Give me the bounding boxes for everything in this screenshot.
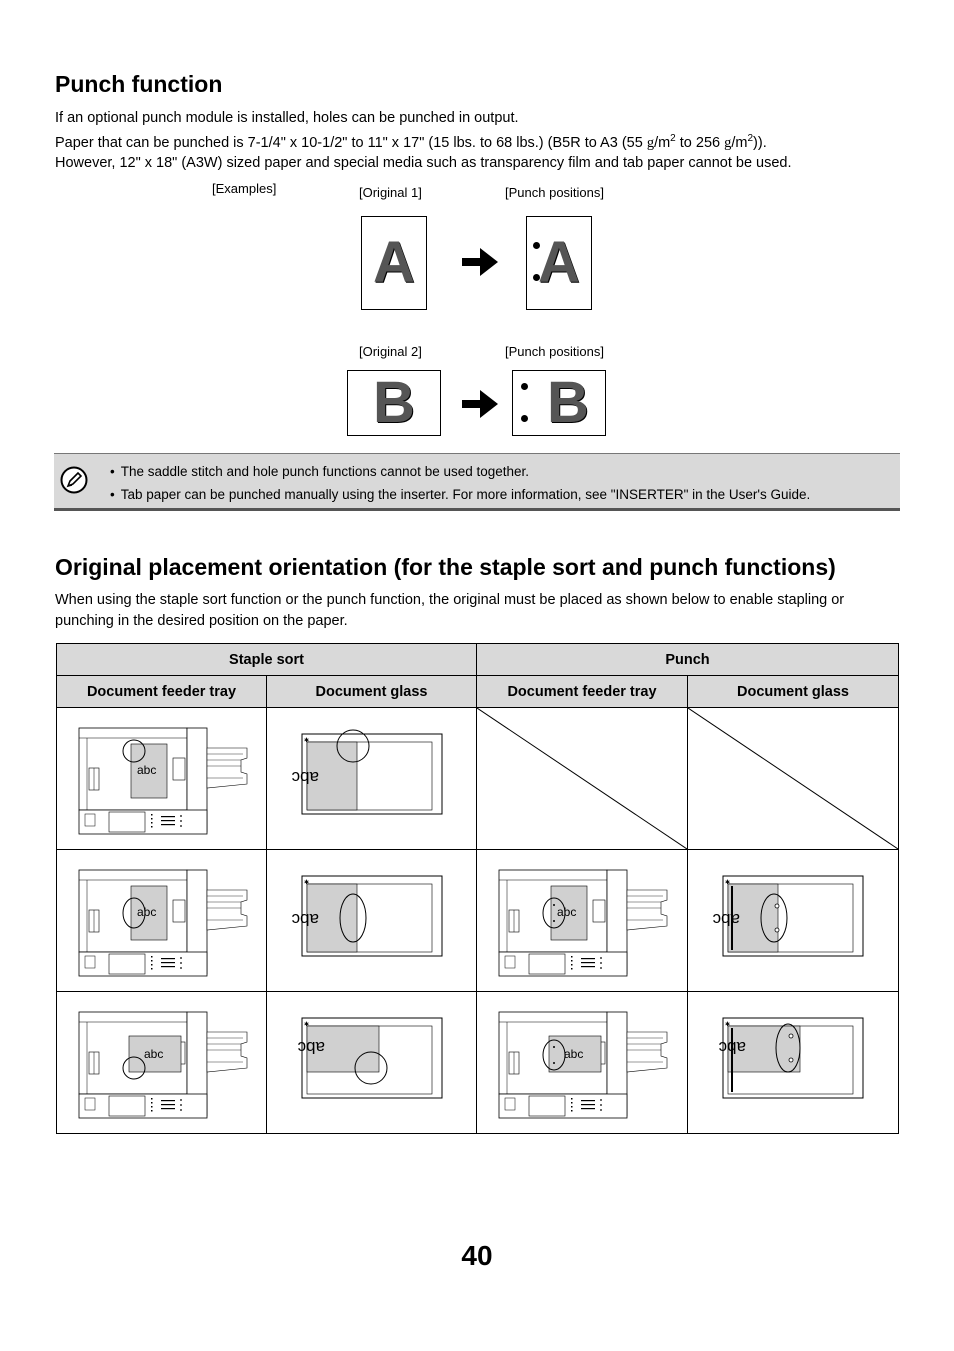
cell-staple-glass-3: abc [266, 991, 477, 1134]
feeder-illustration: abc [78, 727, 248, 835]
not-applicable-diagonal [477, 708, 687, 849]
header-staple-sort: Staple sort [56, 643, 477, 676]
punch-line-1: If an optional punch module is installed… [55, 110, 519, 126]
feeder-illustration: abc [498, 1011, 668, 1119]
feeder-illustration: abc [498, 869, 668, 977]
sample-text: abc [557, 905, 576, 919]
punch-hole-icon [533, 242, 540, 249]
cell-staple-feeder-2: abc [56, 849, 267, 992]
header-glass-punch: Document glass [687, 675, 899, 708]
cell-staple-glass-2: abc [266, 849, 477, 992]
letter-a-punched: A [538, 230, 580, 295]
feeder-illustration: abc [78, 1011, 248, 1119]
header-feeder-staple: Document feeder tray [56, 675, 267, 708]
orientation-table: Staple sort Punch Document feeder tray D… [56, 643, 899, 1134]
note-item: The saddle stitch and hole punch functio… [110, 460, 810, 483]
punch-hole-icon [521, 383, 528, 390]
punch-positions-label-2: [Punch positions] [505, 344, 605, 359]
letter-a: A [373, 230, 415, 295]
pencil-note-icon [60, 466, 88, 494]
cell-staple-feeder-3: abc [56, 991, 267, 1134]
not-applicable-diagonal [688, 708, 898, 849]
punched-sheet-1: A [526, 216, 592, 310]
cell-punch-feeder-3: abc [476, 991, 688, 1134]
sample-text-rotated: abc [297, 1038, 325, 1057]
orientation-heading: Original placement orientation (for the … [55, 554, 836, 580]
punch-heading: Punch function [55, 71, 223, 97]
original1-label: [Original 1] [359, 185, 422, 200]
glass-illustration: abc [297, 1017, 443, 1099]
cell-punch-glass-2: abc [687, 849, 899, 992]
cell-punch-feeder-1-na [476, 707, 688, 850]
sample-text-rotated: abc [712, 910, 740, 929]
letter-b-punched: B [547, 370, 589, 435]
arrow-right-icon [462, 390, 498, 418]
cell-punch-feeder-2: abc [476, 849, 688, 992]
glass-illustration: abc [291, 729, 443, 815]
glass-illustration: abc [291, 875, 443, 957]
cell-staple-glass-1: abc [266, 707, 477, 850]
orientation-description: When using the staple sort function or t… [55, 592, 845, 629]
original1-sheet: A [361, 216, 427, 310]
feeder-illustration: abc [78, 869, 248, 977]
page-number: 40 [461, 1240, 493, 1271]
note-list: The saddle stitch and hole punch functio… [110, 460, 811, 506]
punch-hole-icon [521, 415, 528, 422]
cell-punch-glass-1-na [687, 707, 899, 850]
note-item: Tab paper can be punched manually using … [110, 483, 811, 506]
sample-text: abc [144, 1047, 163, 1061]
header-feeder-punch: Document feeder tray [476, 675, 688, 708]
sample-text-rotated: abc [291, 910, 319, 929]
letter-b: B [373, 370, 415, 435]
glass-illustration: abc [712, 875, 864, 957]
sample-text: abc [137, 905, 156, 919]
punch-description: If an optional punch module is installed… [55, 108, 915, 173]
punch-positions-label-1: [Punch positions] [505, 185, 605, 200]
glass-illustration: abc [718, 1017, 864, 1099]
sample-text: abc [564, 1047, 583, 1061]
original2-sheet: B [347, 370, 441, 436]
punched-sheet-2: B [512, 370, 606, 436]
arrow-right-icon [462, 248, 498, 276]
header-punch: Punch [476, 643, 899, 676]
punch-line-3: However, 12" x 18" (A3W) sized paper and… [55, 154, 792, 171]
punch-line-2: Paper that can be punched is 7-1/4" x 10… [55, 132, 767, 151]
cell-staple-feeder-1: abc [56, 707, 267, 850]
sample-text: abc [137, 763, 156, 777]
original2-label: [Original 2] [359, 344, 422, 359]
header-glass-staple: Document glass [266, 675, 477, 708]
punch-hole-icon [533, 274, 540, 281]
sample-text-rotated: abc [291, 768, 319, 787]
sample-text-rotated: abc [718, 1038, 746, 1057]
examples-label: [Examples] [212, 181, 277, 196]
cell-punch-glass-3: abc [687, 991, 899, 1134]
note-box: The saddle stitch and hole punch functio… [54, 453, 900, 511]
